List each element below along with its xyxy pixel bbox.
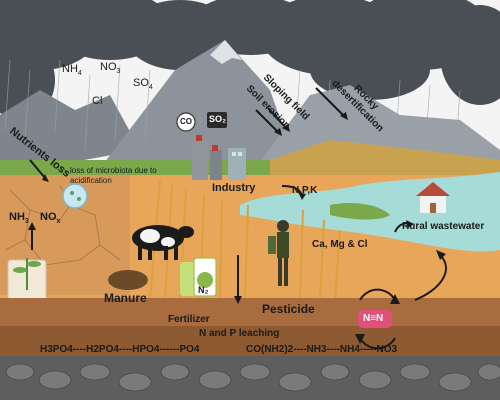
subsoil-layer [0, 326, 500, 356]
nh4-subscript: 4 [77, 70, 82, 78]
nox-text: NO [40, 211, 57, 223]
leaching-label: N and P leaching [199, 328, 280, 339]
river-bend [330, 203, 390, 220]
rural-wastewater-label: Rural wastewater [402, 221, 485, 232]
manure-pile [108, 270, 148, 290]
co-label: CO [180, 117, 192, 126]
so2-label: SO₂ [209, 114, 227, 124]
farmer-illustration [268, 220, 289, 286]
n2-gas-box [358, 310, 392, 328]
phosphate-chain-label: H3PO4----H2PO4----HPO4------PO4 [40, 344, 200, 355]
bedrock-stones [5, 363, 500, 392]
nh3-subscript: 3 [24, 218, 29, 226]
industry-label: Industry [212, 182, 256, 194]
no3-label: NO3 [100, 61, 121, 76]
cl-label: Cl [92, 95, 103, 107]
fertilizer-label: Fertilizer [168, 314, 210, 325]
nh4-label: NH4 [62, 63, 82, 78]
so4-label: SO4 [133, 77, 153, 92]
no3-subscript: 3 [116, 68, 121, 76]
no3-text: NO [100, 61, 117, 73]
cow-illustration [132, 225, 194, 260]
nh3-text: NH [9, 211, 25, 223]
manure-label: Manure [104, 291, 147, 305]
rain [4, 59, 461, 161]
nox-subscript: x [56, 218, 61, 226]
nh4-text: NH [62, 63, 78, 75]
ca-mg-cl-label: Ca, Mg & Cl [312, 239, 368, 250]
nitrogen-chain-label: CO(NH2)2----NH3----NH4-----NO3 [246, 344, 398, 355]
co-bubble [176, 112, 196, 132]
nh3-label: NH3 [9, 211, 29, 226]
n2-label: N₂ [198, 285, 209, 295]
sloping-field [270, 140, 500, 180]
so4-subscript: 4 [148, 84, 153, 92]
npk-label: N,P,K [292, 185, 318, 196]
n-n-label: N≡N [363, 313, 384, 324]
microbiota-label: loss of microbiota due to acidification [70, 166, 157, 185]
pesticide-label: Pesticide [262, 302, 315, 316]
storm-clouds [0, 0, 500, 120]
cycle-arrowhead-bottom [355, 334, 365, 344]
snow-peak [210, 40, 242, 64]
so4-text: SO [133, 77, 149, 89]
house-illustration [416, 182, 450, 213]
nox-label: NOx [40, 211, 61, 226]
microbe-circle [62, 183, 88, 209]
arrowheads [28, 112, 446, 304]
so2-box [207, 112, 227, 128]
factory-illustration [192, 135, 246, 180]
fertilizer-sack [180, 257, 217, 297]
plant-illustration [7, 258, 47, 301]
cycle-arrows [359, 288, 396, 350]
left-mountain [0, 90, 140, 175]
central-mountain [95, 40, 300, 175]
cycle-arrowhead-top [390, 294, 400, 304]
topsoil-layer [0, 298, 500, 326]
